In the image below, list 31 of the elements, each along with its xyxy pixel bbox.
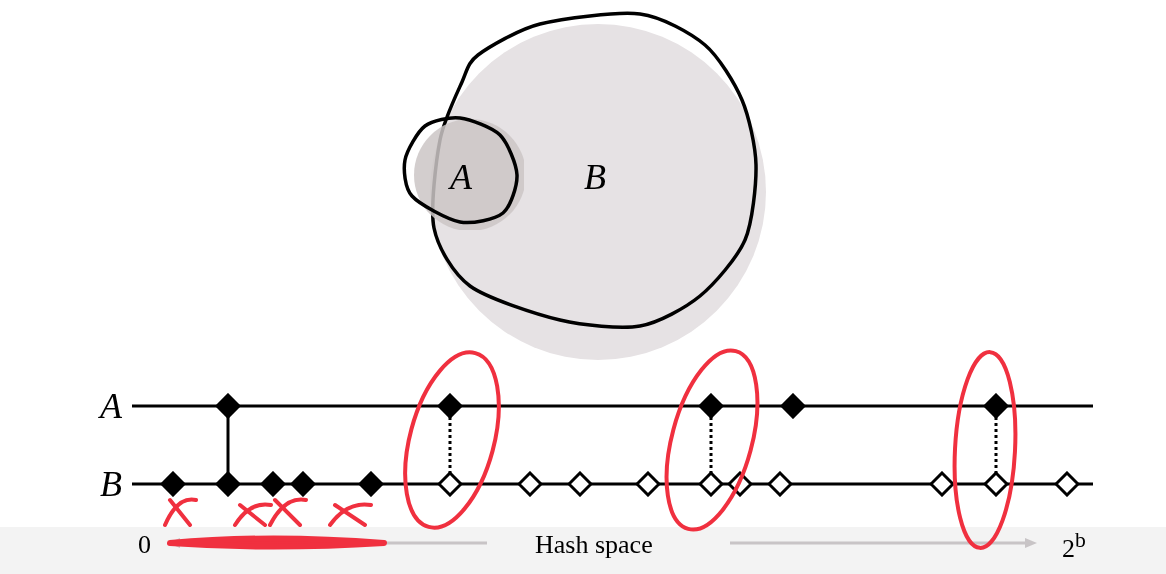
set-label: A: [450, 159, 472, 195]
hollow-diamond-marker: [929, 471, 955, 497]
axis-label: 0: [138, 532, 151, 558]
dotted-connector: [709, 417, 713, 473]
hollow-diamond-marker: [698, 471, 724, 497]
hollow-diamond-marker: [1054, 471, 1080, 497]
dotted-connector: [994, 417, 998, 473]
set-label: B: [584, 159, 606, 195]
filled-diamond-marker: [983, 393, 1009, 419]
row-label: A: [100, 388, 122, 424]
filled-diamond-marker: [358, 471, 384, 497]
axis-label: 2$^{b}$: [1062, 530, 1086, 562]
filled-diamond-marker: [698, 393, 724, 419]
hollow-diamond-marker: [567, 471, 593, 497]
row-label: B: [100, 466, 122, 502]
filled-diamond-marker: [290, 471, 316, 497]
connector-line: [226, 417, 230, 473]
hollow-diamond-marker: [517, 471, 543, 497]
hollow-diamond-marker: [437, 471, 463, 497]
filled-diamond-marker: [215, 471, 241, 497]
hollow-diamond-marker: [767, 471, 793, 497]
hollow-diamond-marker: [727, 471, 753, 497]
axis-title: Hash space: [535, 532, 653, 558]
filled-diamond-marker: [437, 393, 463, 419]
dotted-connector: [448, 417, 452, 473]
filled-diamond-marker: [160, 471, 186, 497]
hollow-diamond-marker: [635, 471, 661, 497]
filled-diamond-marker: [780, 393, 806, 419]
hollow-diamond-marker: [983, 471, 1009, 497]
filled-diamond-marker: [215, 393, 241, 419]
filled-diamond-marker: [260, 471, 286, 497]
